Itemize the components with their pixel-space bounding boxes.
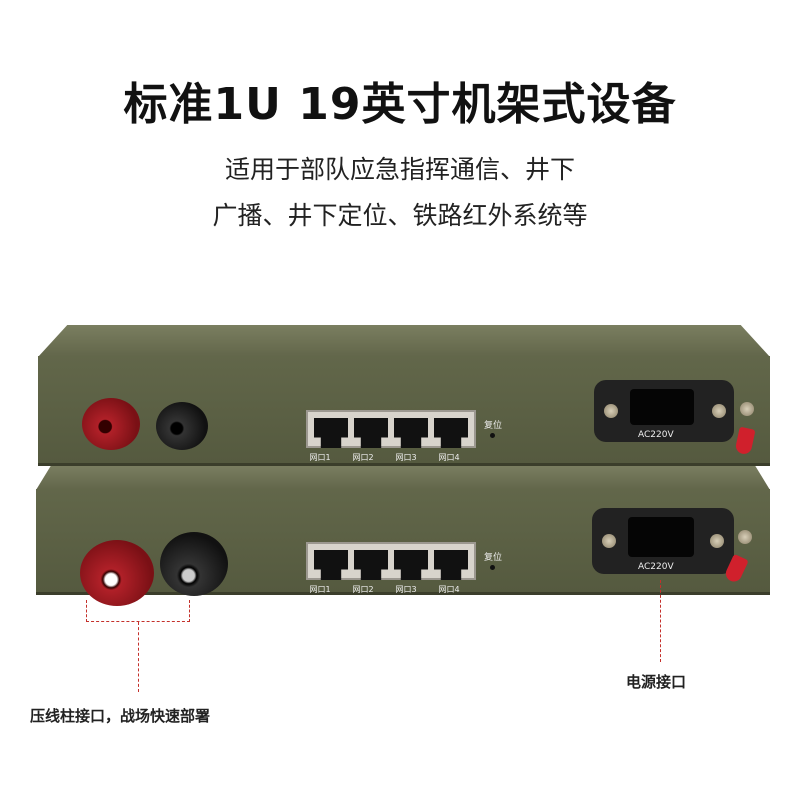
headline: 标准1U 19英寸机架式设备 (123, 79, 677, 130)
bottom-device-lid (36, 466, 770, 490)
black-binding-post-icon (156, 402, 208, 450)
rj45-port-icon[interactable] (434, 418, 468, 448)
rj45-port-icon[interactable] (394, 418, 428, 448)
reset-button[interactable] (490, 565, 495, 570)
ethernet-port-panel (306, 410, 476, 448)
port-label: 网口1 (309, 585, 331, 594)
rj45-port-icon[interactable] (314, 418, 348, 448)
binding-post-callout-line (138, 622, 139, 692)
rj45-port-icon[interactable] (354, 418, 388, 448)
screw-icon (604, 404, 618, 418)
top-device-lid (38, 325, 770, 357)
port-label: 网口4 (438, 585, 460, 594)
power-socket[interactable]: AC220V (594, 380, 734, 442)
binding-post-callout: 压线柱接口，战场快速部署 (30, 707, 211, 725)
red-binding-post-icon (80, 540, 154, 606)
binding-post-callout-box (86, 600, 190, 622)
port-label: 网口1 (309, 453, 331, 462)
black-binding-post-icon (160, 532, 228, 596)
power-label: AC220V (638, 562, 674, 572)
subtitle-line-2: 广播、井下定位、铁路红外系统等 (212, 201, 588, 230)
ethernet-port-panel (306, 542, 476, 580)
screw-icon (602, 534, 616, 548)
red-binding-post-icon (82, 398, 140, 450)
power-callout-line (660, 580, 661, 662)
screw-icon (710, 534, 724, 548)
reset-label: 复位 (484, 553, 503, 563)
rj45-port-icon[interactable] (314, 550, 348, 580)
power-callout: 电源接口 (626, 673, 687, 691)
port-label: 网口3 (395, 453, 417, 462)
rj45-port-icon[interactable] (394, 550, 428, 580)
power-socket[interactable]: AC220V (592, 508, 734, 574)
subtitle-line-1: 适用于部队应急指挥通信、井下 (224, 155, 575, 184)
rj45-port-icon[interactable] (434, 550, 468, 580)
rj45-port-icon[interactable] (354, 550, 388, 580)
power-label: AC220V (638, 430, 674, 440)
port-label: 网口2 (352, 453, 374, 462)
port-label: 网口4 (438, 453, 460, 462)
port-label: 网口3 (395, 585, 417, 594)
screw-icon (712, 404, 726, 418)
ground-screw-icon (738, 530, 752, 544)
reset-label: 复位 (484, 421, 503, 431)
reset-button[interactable] (490, 433, 495, 438)
ground-screw-icon (740, 402, 754, 416)
port-label: 网口2 (352, 585, 374, 594)
